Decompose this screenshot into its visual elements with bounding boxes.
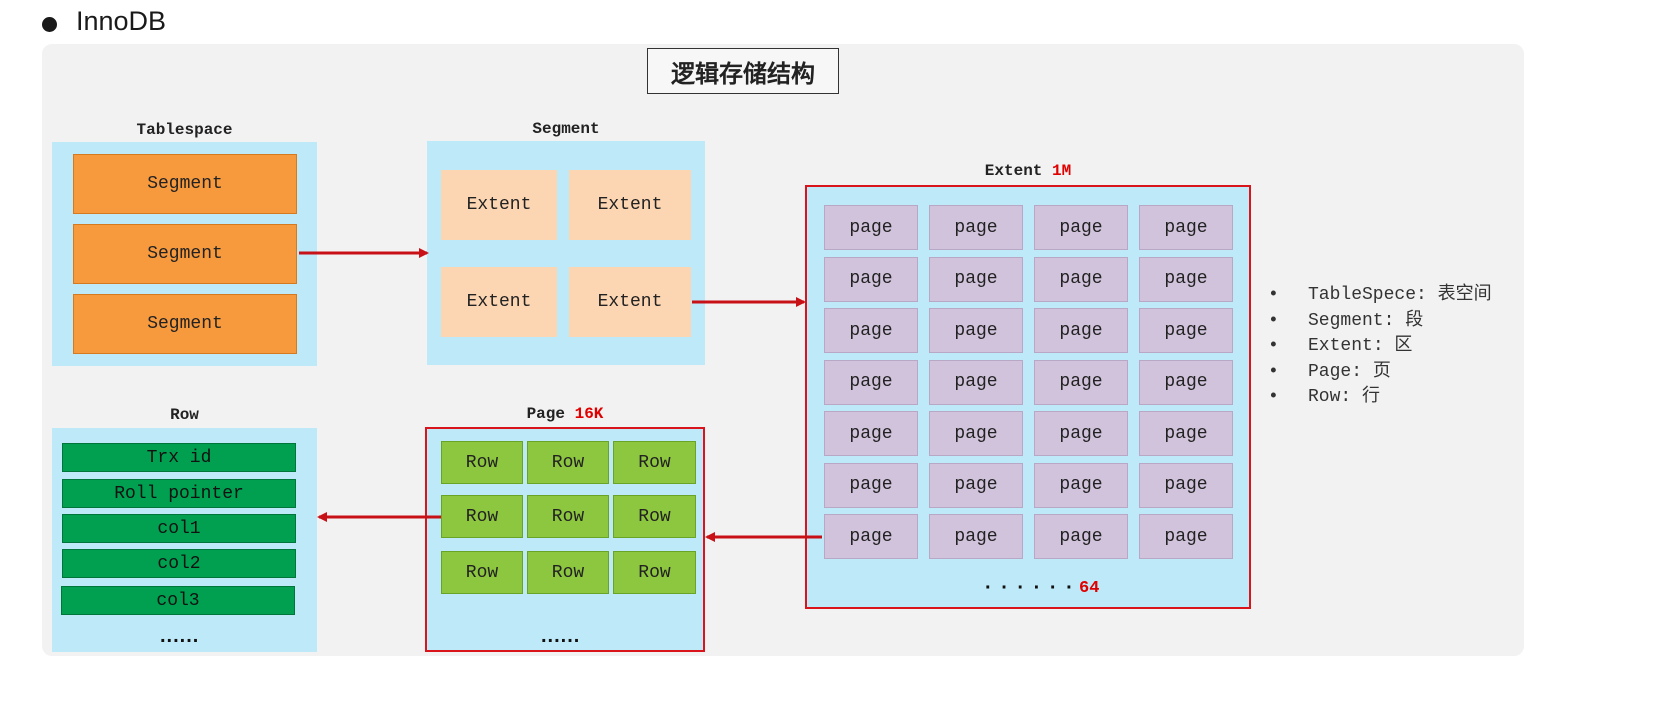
extent-page: page [1139, 205, 1233, 250]
extent-size: 1M [1052, 162, 1072, 180]
extent-page: page [1139, 462, 1233, 508]
extent-page: page [824, 514, 918, 559]
row-ellipsis: ...... [160, 625, 200, 647]
bullet-icon: • [1268, 361, 1279, 382]
extent-label: Extent 1M [805, 162, 1251, 180]
legend-term: Row [1308, 387, 1341, 407]
extent-page: page [929, 462, 1023, 508]
row-field: col1 [62, 514, 296, 543]
page-row: Row [613, 441, 696, 484]
extent-page: page [1139, 256, 1233, 302]
segment-extent: Extent [441, 267, 557, 337]
legend-meaning: 行 [1362, 385, 1381, 406]
extent-page: page [1139, 514, 1233, 559]
legend-separator: : [1383, 310, 1406, 331]
extent-page: page [1139, 308, 1233, 353]
legend-item: • TableSpece: 表空间 [1268, 282, 1492, 308]
legend: • TableSpece: 表空间 • Segment: 段 • Extent: 区 • Pa… [1268, 282, 1492, 410]
segment-extent: Extent [569, 170, 691, 240]
legend-term: Page [1308, 361, 1352, 382]
legend-item: • Extent: 区 [1268, 333, 1492, 359]
row-field: Trx id [62, 443, 296, 472]
page-row: Row [527, 551, 609, 594]
row-label: Row [170, 406, 199, 424]
extent-page: page [1034, 256, 1128, 302]
extent-page: page [824, 411, 918, 456]
page-row: Row [613, 551, 696, 594]
legend-separator: : [1416, 285, 1438, 305]
tablespace-segment: Segment [73, 294, 297, 354]
extent-page: page [929, 308, 1023, 353]
bullet-icon: • [1268, 387, 1279, 407]
legend-item: • Page: 页 [1268, 359, 1492, 385]
legend-term: TableSpece [1308, 285, 1417, 305]
tablespace-segment: Segment [73, 224, 297, 284]
legend-item: • Segment: 段 [1268, 308, 1492, 334]
bullet-icon: • [1268, 285, 1279, 305]
page-row: Row [613, 495, 696, 538]
extent-page: page [824, 462, 918, 508]
extent-page: page [824, 205, 918, 250]
extent-page: page [1034, 411, 1128, 456]
extent-page: page [1034, 205, 1128, 250]
extent-page: page [1034, 359, 1128, 405]
page-label-text: Page [526, 405, 565, 423]
extent-page: page [929, 205, 1023, 250]
page-row: Row [441, 495, 523, 538]
extent-page: page [929, 359, 1023, 405]
legend-meaning: 页 [1372, 359, 1391, 381]
extent-page-count: 64 [1079, 579, 1100, 598]
row-field: col2 [62, 549, 296, 578]
extent-page: page [1034, 514, 1128, 559]
extent-page: page [1034, 462, 1128, 508]
extent-page: page [1139, 411, 1233, 456]
row-field: col3 [61, 586, 295, 615]
extent-page: page [824, 359, 918, 405]
page-ellipsis: ...... [541, 625, 581, 647]
segment-extent: Extent [441, 170, 557, 240]
legend-meaning: 区 [1394, 334, 1413, 355]
row-field: Roll pointer [62, 479, 296, 508]
extent-ellipsis: · · · · · · [985, 577, 1075, 599]
extent-page: page [1139, 359, 1233, 405]
extent-page: page [824, 256, 918, 302]
page-row: Row [441, 441, 523, 484]
legend-term: Segment [1308, 310, 1384, 331]
extent-page: page [1034, 308, 1128, 353]
legend-meaning: 表空间 [1437, 283, 1492, 304]
page-size: 16K [574, 405, 604, 423]
extent-page: page [929, 256, 1023, 302]
extent-page: page [929, 514, 1023, 559]
legend-item: • Row: 行 [1268, 384, 1492, 410]
legend-term: Extent [1308, 336, 1373, 356]
legend-separator: : [1340, 387, 1363, 407]
bullet-icon: • [1268, 336, 1279, 356]
segment-label: Segment [532, 120, 600, 138]
page-row: Row [441, 551, 523, 594]
page-row: Row [527, 441, 609, 484]
extent-page: page [824, 308, 918, 353]
legend-separator: : [1351, 361, 1373, 382]
extent-label-text: Extent [984, 162, 1043, 180]
extent-page: page [929, 411, 1023, 456]
bullet-icon: • [1268, 310, 1279, 331]
tablespace-segment: Segment [73, 154, 297, 214]
page-label: Page 16K [425, 405, 705, 423]
legend-separator: : [1372, 336, 1395, 356]
tablespace-label: Tablespace [136, 121, 233, 139]
legend-meaning: 段 [1405, 308, 1424, 330]
header-bullet [42, 17, 57, 32]
page-title: InnoDB [76, 6, 167, 36]
diagram-title: 逻辑存储结构 [647, 48, 839, 94]
segment-extent: Extent [569, 267, 691, 337]
page-row: Row [527, 495, 609, 538]
